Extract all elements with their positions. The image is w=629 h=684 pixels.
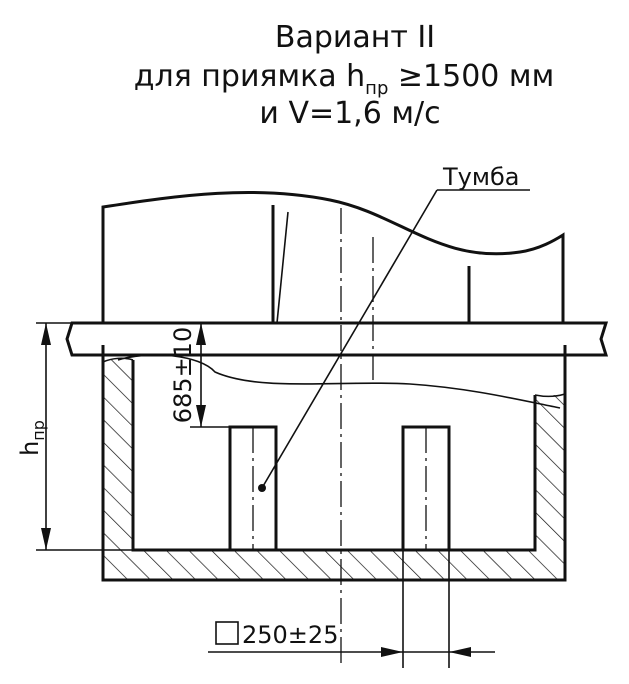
pit-inner-contour	[131, 360, 537, 552]
pit-outer-contour	[101, 345, 567, 582]
leader-dot	[258, 484, 266, 492]
dim-250-text: 250±25	[242, 621, 338, 649]
title-line-3: и V=1,6 м/с	[259, 96, 440, 131]
car-outline	[101, 190, 565, 323]
car-inner-slant	[276, 211, 289, 324]
pit-left-wall-top	[102, 357, 134, 363]
title-line-2: для приямка hпр ≥1500 мм	[134, 59, 554, 99]
break-line	[117, 354, 561, 409]
dim-h-arrow-bottom	[41, 528, 51, 550]
pit-hatching	[103, 360, 565, 580]
pedestal-label: Тумба	[442, 163, 519, 191]
dim-250-arrow-right	[449, 647, 471, 657]
dim-685-text: 685±10	[169, 327, 197, 423]
dim-h-arrow-top	[41, 323, 51, 345]
square-symbol	[215, 621, 239, 645]
title-line-1: Вариант II	[275, 20, 435, 55]
pit-right-wall-top	[534, 393, 566, 398]
dim-250-arrow-left	[381, 647, 403, 657]
dim-685-arrow-bottom	[196, 405, 206, 427]
dim-685-arrow-top	[196, 323, 206, 345]
floor-slab	[65, 321, 609, 357]
leader-line	[261, 189, 438, 489]
dim-h-text: hпр	[16, 420, 48, 456]
